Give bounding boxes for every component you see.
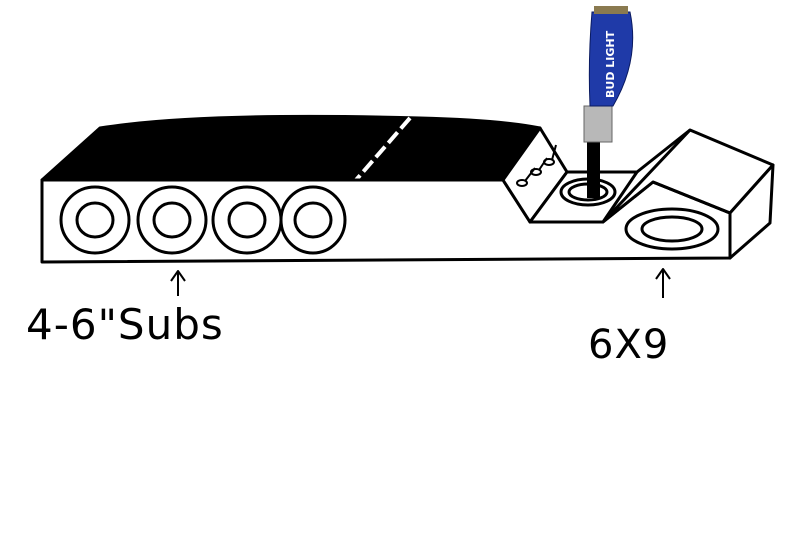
- speaker-6x9: [624, 207, 720, 251]
- arrow-6x9-icon: [655, 268, 671, 298]
- arrow-subs-icon: [170, 270, 186, 296]
- box-front-face: [40, 178, 732, 264]
- pegs: [516, 144, 557, 187]
- subs-label: 4-6"Subs: [26, 300, 224, 349]
- speaker-box-side: [728, 163, 775, 260]
- top-surface-seam: [354, 116, 412, 182]
- subwoofer-2: [136, 185, 208, 255]
- subwoofer-1: [59, 185, 131, 255]
- subwoofer-4: [279, 185, 347, 255]
- beer-tap-handle: BUD LIGHT: [583, 6, 634, 198]
- speaker-box-top-edge: [636, 128, 731, 215]
- box-top-surface: [40, 114, 542, 182]
- six-by-nine-label: 6X9: [588, 322, 670, 368]
- tap-handle-logo: BUD LIGHT: [604, 30, 617, 98]
